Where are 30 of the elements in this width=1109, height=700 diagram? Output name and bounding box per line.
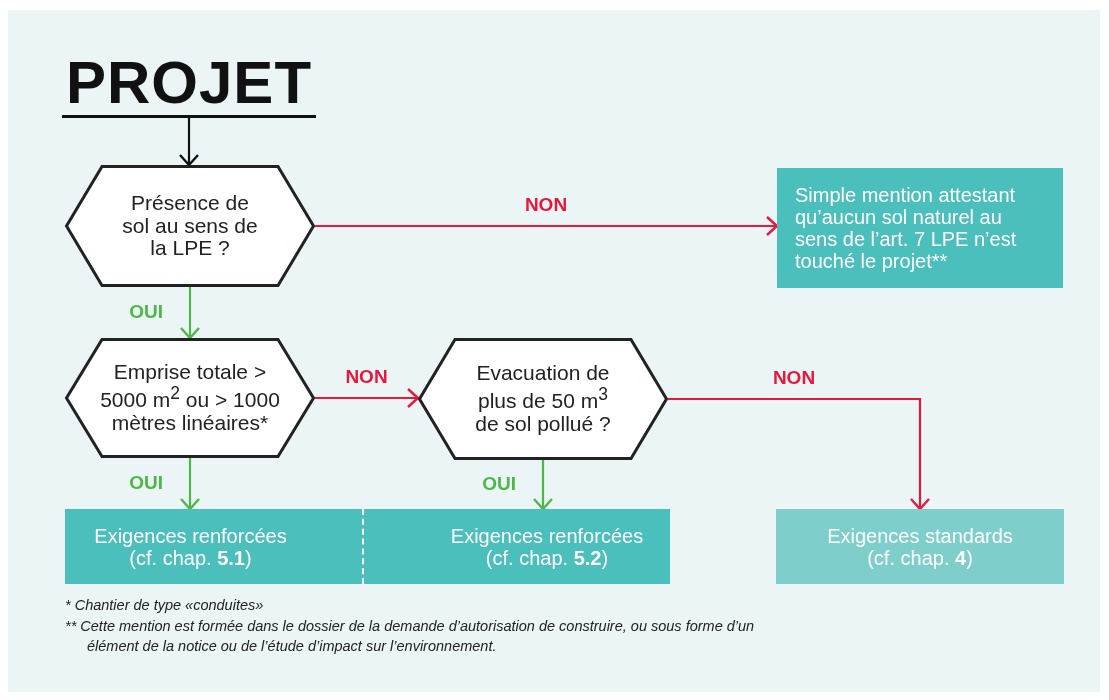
- edge-label: OUI: [128, 471, 163, 494]
- edge-label: NON: [771, 367, 817, 389]
- result-box: [777, 168, 1063, 288]
- footnote: * Chantier de type «conduites»: [65, 596, 265, 615]
- result-box: [65, 509, 362, 584]
- question-text: Présence de sol au sens de la LPE ?: [121, 192, 259, 260]
- decision-hexagon: [418, 338, 668, 460]
- arrow: [179, 458, 201, 511]
- result-text: Simple mention attestant qu’aucun sol naturel au sens de l’art. 7 LPE n’est touché le projet**: [795, 184, 1018, 272]
- edge-label: OUI: [128, 300, 163, 323]
- decision-hexagon: [65, 338, 315, 458]
- footnote: ** Cette mention est formée dans le dossier de la demande d’autorisation de construire, ou sous forme d’un élément de la notice ou de l’étude d’impact sur l’environnement.: [65, 617, 756, 656]
- result-text: Exigences renforcées (cf. chap. 5.1): [93, 524, 288, 569]
- arrow: [178, 118, 200, 167]
- result-text: Exigences standards (cf. chap. 4): [826, 524, 1014, 569]
- edge-label: NON: [523, 194, 569, 216]
- arrow: [668, 397, 931, 511]
- decision-hexagon: [65, 165, 315, 287]
- arrow: [179, 287, 201, 340]
- question-text: Evacuation de plus de 50 m$^{3}$ de sol pollué ?: [474, 362, 612, 436]
- arrow: [315, 387, 420, 409]
- edge-label: OUI: [481, 472, 516, 495]
- heading-text: PROJET: [65, 53, 313, 113]
- arrow: [532, 460, 554, 511]
- arrow: [315, 215, 779, 237]
- result-text: Exigences renforcées (cf. chap. 5.2): [449, 524, 645, 569]
- result-box: [362, 509, 670, 584]
- question-text: Emprise totale > 5000 m$^{2}$ ou > 1000 mètres linéaires*: [99, 361, 281, 435]
- result-box: [776, 509, 1064, 584]
- edge-label: NON: [344, 366, 389, 388]
